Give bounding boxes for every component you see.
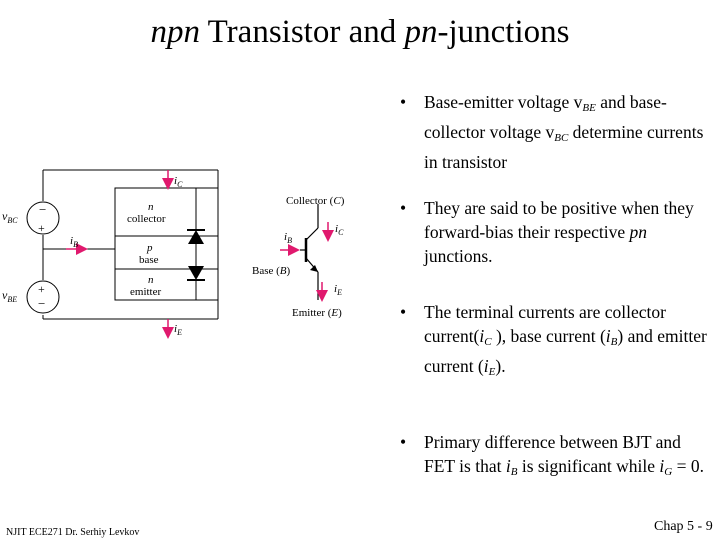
label-ie-transistor: iE xyxy=(334,283,342,297)
label-base-terminal: Base (B) xyxy=(252,265,291,277)
svg-text:+: + xyxy=(38,221,45,235)
diode-be-icon xyxy=(187,266,205,281)
slide-title: npn Transistor and pn-junctions xyxy=(0,14,720,51)
label-base: base xyxy=(139,254,159,266)
voltage-source-vbc-icon: − + xyxy=(26,201,60,235)
title-text-2: -junctions xyxy=(437,14,570,50)
emitter-arrow-icon xyxy=(310,265,318,272)
voltage-source-vbe-icon: + − xyxy=(26,280,60,314)
bullet-dot-icon: • xyxy=(400,198,407,218)
bullet-dot-icon: • xyxy=(400,92,407,112)
npn-symbol-icon xyxy=(300,204,319,300)
label-collector-terminal: Collector (C) xyxy=(286,195,345,207)
label-p-base: p xyxy=(146,242,153,254)
label-ib-transistor: iB xyxy=(284,231,292,245)
bullet-dot-icon: • xyxy=(400,432,407,452)
label-ic: iC xyxy=(174,175,183,189)
bullet-item: • The terminal currents are collector cu… xyxy=(400,302,707,378)
bullet-item: • They are said to be positive when they… xyxy=(400,198,694,266)
title-pn: pn xyxy=(404,14,438,50)
bullet-item: • Primary difference between BJT and FET… xyxy=(400,432,704,478)
label-ib: iB xyxy=(70,235,78,249)
label-n-collector: n xyxy=(148,201,154,213)
label-collector: collector xyxy=(127,213,166,225)
title-text-1: Transistor and xyxy=(200,14,405,50)
label-ic-transistor: iC xyxy=(335,223,344,237)
diode-bc-icon xyxy=(187,229,205,244)
svg-text:+: + xyxy=(38,282,45,296)
footer-course: NJIT ECE271 Dr. Serhiy Levkov xyxy=(6,527,140,538)
label-vbc: vBC xyxy=(2,209,18,225)
label-emitter-terminal: Emitter (E) xyxy=(292,307,342,319)
label-n-emitter: n xyxy=(148,274,154,286)
label-vbe: vBE xyxy=(2,288,17,304)
label-emitter: emitter xyxy=(130,286,161,298)
title-npn: npn xyxy=(150,14,201,50)
bullet-item: • Base-emitter voltage vBE and base-coll… xyxy=(400,92,704,172)
npn-transistor-diagram: − + + − vBC vBE iC iB iE n collector p b… xyxy=(2,169,345,339)
footer-page-number: Chap 5 - 9 xyxy=(654,519,713,534)
svg-text:−: − xyxy=(38,296,45,311)
bullet-dot-icon: • xyxy=(400,302,407,322)
label-ie: iE xyxy=(174,323,182,337)
svg-text:−: − xyxy=(39,202,46,217)
